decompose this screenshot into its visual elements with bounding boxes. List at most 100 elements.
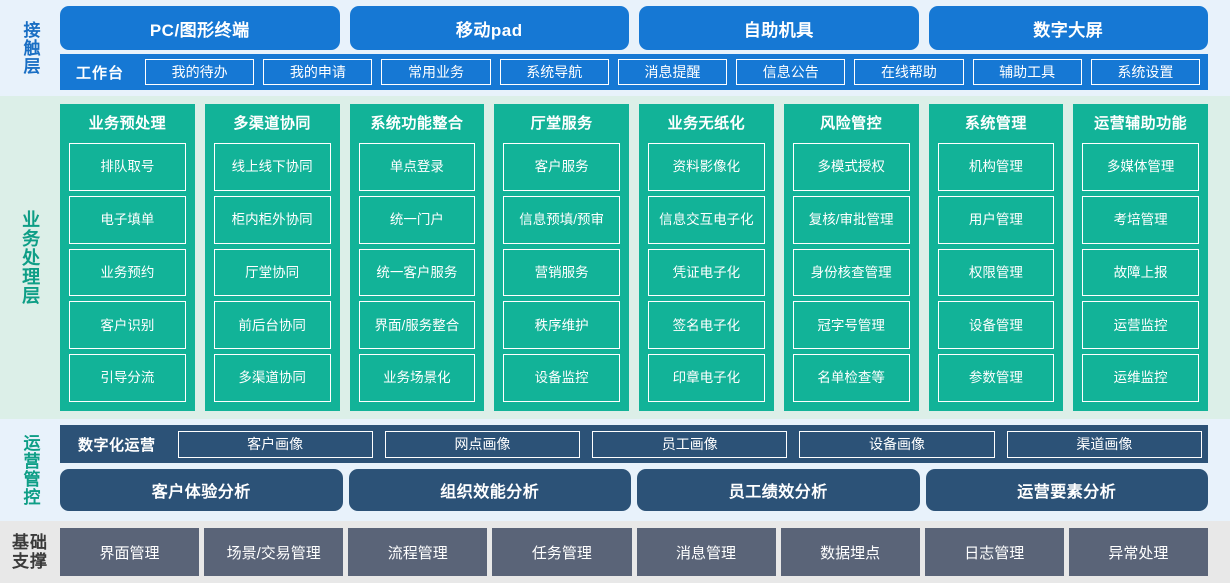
foundation-item-log-mgmt[interactable]: 日志管理: [924, 528, 1064, 576]
biz-item-unified-customer-service[interactable]: 统一客户服务: [358, 248, 476, 297]
workbench-bar: 工作台 我的待办 我的申请 常用业务 系统导航 消息提醒 信息公告 在线帮助 辅…: [60, 54, 1208, 90]
biz-item-business-scenario[interactable]: 业务场景化: [358, 354, 476, 402]
biz-item-device-mgmt[interactable]: 设备管理: [937, 301, 1055, 350]
biz-item-fault-reporting[interactable]: 故障上报: [1082, 248, 1199, 297]
operations-layer-label: 运营管控: [20, 434, 40, 506]
analysis-organization-efficiency[interactable]: 组织效能分析: [348, 469, 631, 511]
business-column-system-management: 系统管理 机构管理 用户管理 权限管理 设备管理 参数管理: [928, 104, 1064, 411]
biz-item-electronic-form[interactable]: 电子填单: [69, 195, 186, 244]
business-layer-label: 业务处理层: [20, 210, 41, 305]
biz-item-multichannel-sync[interactable]: 多渠道协同: [213, 354, 331, 402]
portrait-device[interactable]: 设备画像: [799, 430, 995, 458]
foundation-item-ui-mgmt[interactable]: 界面管理: [60, 528, 200, 576]
biz-item-ui-service-integration[interactable]: 界面/服务整合: [358, 301, 476, 350]
foundation-item-process-mgmt[interactable]: 流程管理: [348, 528, 488, 576]
biz-item-multimode-authorization[interactable]: 多模式授权: [792, 143, 910, 191]
analysis-employee-performance[interactable]: 员工绩效分析: [637, 469, 920, 511]
biz-item-permission-mgmt[interactable]: 权限管理: [937, 248, 1055, 297]
biz-item-guidance-diversion[interactable]: 引导分流: [69, 354, 186, 402]
business-column-system-integration: 系统功能整合 单点登录 统一门户 统一客户服务 界面/服务整合 业务场景化: [349, 104, 485, 411]
foundation-layer-body: 界面管理 场景/交易管理 流程管理 任务管理 消息管理 数据埋点 日志管理 异常…: [60, 528, 1230, 576]
workbench-item-announcement[interactable]: 信息公告: [736, 59, 846, 85]
biz-item-single-sign-on[interactable]: 单点登录: [358, 143, 476, 191]
foundation-item-data-tracking[interactable]: 数据埋点: [780, 528, 920, 576]
business-column-lobby-service: 厅堂服务 客户服务 信息预填/预审 营销服务 秩序维护 设备监控: [494, 104, 629, 411]
workbench-item-message-alert[interactable]: 消息提醒: [617, 59, 728, 85]
channel-mobile-pad[interactable]: 移动pad: [349, 6, 629, 50]
channel-pc[interactable]: PC/图形终端: [60, 6, 340, 50]
operations-layer-section: 运营管控 数字化运营 客户画像 网点画像 员工画像 设备画像 渠道画像 客户体验…: [0, 419, 1230, 521]
workbench-item-auxiliary-tools[interactable]: 辅助工具: [972, 59, 1082, 85]
biz-item-user-mgmt[interactable]: 用户管理: [937, 195, 1055, 244]
analysis-operation-elements[interactable]: 运营要素分析: [925, 469, 1208, 511]
foundation-label-line1: 基础: [12, 532, 48, 552]
digital-operations-row: 数字化运营 客户画像 网点画像 员工画像 设备画像 渠道画像: [60, 425, 1208, 463]
biz-item-signature-digital[interactable]: 签名电子化: [648, 301, 765, 350]
biz-item-unified-portal[interactable]: 统一门户: [358, 195, 476, 244]
workbench-title: 工作台: [76, 64, 125, 82]
business-column-preprocessing: 业务预处理 排队取号 电子填单 业务预约 客户识别 引导分流: [60, 104, 195, 411]
foundation-item-scenario-transaction-mgmt[interactable]: 场景/交易管理: [204, 528, 344, 576]
foundation-layer-label: 基础 支撑: [0, 528, 60, 576]
business-column-risk-control: 风险管控 多模式授权 复核/审批管理 身份核查管理 冠字号管理 名单检查等: [783, 104, 919, 411]
biz-item-identity-verification[interactable]: 身份核查管理: [792, 248, 910, 297]
biz-item-marketing-service[interactable]: 营销服务: [503, 248, 620, 297]
column-title: 业务预处理: [88, 115, 167, 132]
column-title: 运营辅助功能: [1094, 115, 1188, 132]
foundation-item-message-mgmt[interactable]: 消息管理: [636, 528, 776, 576]
workbench-item-my-todo[interactable]: 我的待办: [145, 59, 255, 85]
operations-layer-body: 数字化运营 客户画像 网点画像 员工画像 设备画像 渠道画像 客户体验分析 组织…: [60, 425, 1230, 515]
biz-item-order-maintenance[interactable]: 秩序维护: [503, 301, 620, 350]
channel-self-service[interactable]: 自助机具: [639, 6, 919, 50]
column-title: 系统管理: [964, 115, 1027, 132]
biz-item-maintenance-monitoring[interactable]: 运维监控: [1082, 354, 1199, 402]
business-column-operation-support: 运营辅助功能 多媒体管理 考培管理 故障上报 运营监控 运维监控: [1073, 104, 1208, 411]
portrait-channel[interactable]: 渠道画像: [1006, 430, 1202, 458]
analysis-row: 客户体验分析 组织效能分析 员工绩效分析 运营要素分析: [60, 469, 1208, 511]
biz-item-multimedia-mgmt[interactable]: 多媒体管理: [1082, 143, 1199, 191]
biz-item-counter-inout-sync[interactable]: 柜内柜外协同: [213, 195, 331, 244]
workbench-item-online-help[interactable]: 在线帮助: [854, 59, 964, 85]
biz-item-online-offline-sync[interactable]: 线上线下协同: [213, 143, 331, 191]
analysis-customer-experience[interactable]: 客户体验分析: [60, 469, 343, 511]
contact-layer-label: 接触层: [20, 21, 40, 75]
biz-item-customer-identification[interactable]: 客户识别: [69, 301, 186, 350]
portrait-branch[interactable]: 网点画像: [384, 430, 581, 458]
biz-item-customer-service[interactable]: 客户服务: [503, 143, 620, 191]
workbench-item-common-business[interactable]: 常用业务: [381, 59, 491, 85]
workbench-item-my-application[interactable]: 我的申请: [263, 59, 373, 85]
biz-item-info-prefill-review[interactable]: 信息预填/预审: [503, 195, 620, 244]
foundation-item-exception-handling[interactable]: 异常处理: [1068, 528, 1208, 576]
biz-item-parameter-mgmt[interactable]: 参数管理: [937, 354, 1055, 402]
biz-item-organization-mgmt[interactable]: 机构管理: [937, 143, 1055, 191]
biz-item-queue-number[interactable]: 排队取号: [69, 143, 186, 191]
column-title: 厅堂服务: [530, 115, 593, 132]
foundation-layer-section: 基础 支撑 界面管理 场景/交易管理 流程管理 任务管理 消息管理 数据埋点 日…: [0, 521, 1230, 583]
biz-item-document-imaging[interactable]: 资料影像化: [648, 143, 765, 191]
business-layer-section: 业务处理层 业务预处理 排队取号 电子填单 业务预约 客户识别 引导分流 多渠道…: [0, 96, 1230, 419]
biz-item-operation-monitoring[interactable]: 运营监控: [1082, 301, 1199, 350]
portrait-employee[interactable]: 员工画像: [592, 430, 788, 458]
channel-row: PC/图形终端 移动pad 自助机具 数字大屏: [60, 6, 1208, 50]
biz-item-review-approval[interactable]: 复核/审批管理: [792, 195, 910, 244]
workbench-item-system-settings[interactable]: 系统设置: [1090, 59, 1200, 85]
foundation-label-line2: 支撑: [12, 552, 48, 571]
foundation-item-task-mgmt[interactable]: 任务管理: [492, 528, 632, 576]
biz-item-serial-number-mgmt[interactable]: 冠字号管理: [792, 301, 910, 350]
column-title: 系统功能整合: [370, 115, 464, 132]
biz-item-front-back-sync[interactable]: 前后台协同: [213, 301, 331, 350]
biz-item-list-check[interactable]: 名单检查等: [792, 354, 910, 402]
business-column-paperless: 业务无纸化 资料影像化 信息交互电子化 凭证电子化 签名电子化 印章电子化: [639, 104, 774, 411]
biz-item-seal-digital[interactable]: 印章电子化: [648, 354, 765, 402]
biz-item-business-appointment[interactable]: 业务预约: [69, 248, 186, 297]
biz-item-training-mgmt[interactable]: 考培管理: [1082, 195, 1199, 244]
biz-item-info-exchange-digital[interactable]: 信息交互电子化: [648, 195, 765, 244]
contact-layer-body: PC/图形终端 移动pad 自助机具 数字大屏 工作台 我的待办 我的申请 常用…: [60, 6, 1230, 90]
channel-digital-screen[interactable]: 数字大屏: [928, 6, 1208, 50]
biz-item-lobby-sync[interactable]: 厅堂协同: [213, 248, 331, 297]
biz-item-device-monitoring[interactable]: 设备监控: [503, 354, 620, 402]
portrait-customer[interactable]: 客户画像: [177, 430, 373, 458]
biz-item-voucher-digital[interactable]: 凭证电子化: [648, 248, 765, 297]
workbench-item-system-navigation[interactable]: 系统导航: [499, 59, 609, 85]
